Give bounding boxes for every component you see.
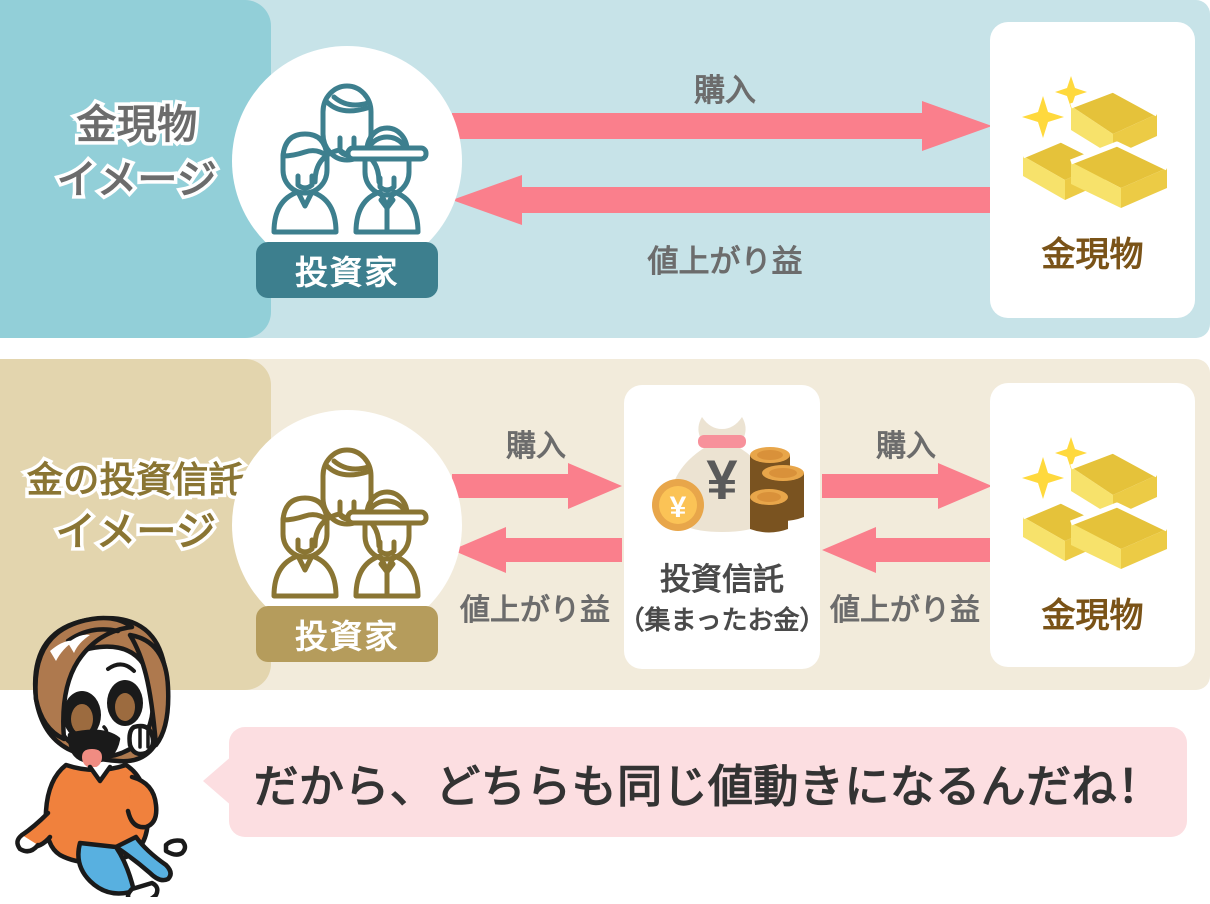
investor-badge-bottom: 投資家 <box>256 606 438 662</box>
panel-gold-title: 金現物 イメージ <box>6 98 268 208</box>
arrow-purchase-left-label: 購入 <box>506 430 566 463</box>
speech-bubble: だから、どちらも同じ値動きになるんだね！ <box>203 727 1187 837</box>
panel-gold-title-line1: 金現物 <box>73 99 201 150</box>
panel-gold-title-line2: イメージ <box>53 155 220 206</box>
investor-group-top: 投資家 <box>232 46 462 298</box>
investor-badge-top: 投資家 <box>256 242 438 298</box>
panel-gold-title-block <box>0 0 271 338</box>
arrow-gain-left-label: 値上がり益 <box>460 594 610 627</box>
coin-stack-icon <box>750 447 804 533</box>
panel-fund-title-line2: イメージ <box>52 506 219 557</box>
arrow-gain-left <box>452 527 622 573</box>
sparkle-icon <box>1021 437 1087 499</box>
svg-text:¥: ¥ <box>706 448 737 511</box>
investor-group-bottom: 投資家 <box>232 410 462 662</box>
speech-bubble-body: だから、どちらも同じ値動きになるんだね！ <box>229 727 1187 837</box>
yen-coin-icon: ¥ <box>652 479 704 531</box>
arrow-purchase-right-label: 購入 <box>876 430 936 463</box>
three-people-icon <box>260 436 434 606</box>
arrow-purchase-right <box>822 463 992 509</box>
speech-bubble-text: だから、どちらも同じ値動きになるんだね！ <box>253 760 1163 812</box>
arrow-purchase-top-label: 購入 <box>694 73 756 108</box>
arrow-gain-top-label: 値上がり益 <box>647 244 803 279</box>
speech-bubble-tail <box>203 755 233 807</box>
girl-character-illustration <box>8 607 220 897</box>
arrow-purchase-top <box>452 101 992 151</box>
card-gold-physical-top: 金現物 <box>990 22 1195 318</box>
money-bag-yen-icon: ¥ ¥ <box>638 407 806 555</box>
card-investment-fund: ¥ ¥ <box>619 385 825 669</box>
card-investment-fund-sublabel: （集まったお金） <box>618 604 826 635</box>
three-people-icon <box>260 72 434 242</box>
card-gold-physical-top-label: 金現物 <box>1041 236 1144 274</box>
card-gold-physical-bottom: 金現物 <box>990 383 1195 667</box>
card-investment-fund-label: 投資信託 <box>660 562 784 597</box>
panel-fund-title-line1: 金の投資信託 <box>23 456 248 504</box>
gold-bars-icon <box>1009 425 1177 575</box>
svg-text:¥: ¥ <box>670 491 687 524</box>
sparkle-icon <box>1021 76 1087 138</box>
arrow-gain-right <box>822 527 992 573</box>
card-gold-physical-bottom-label: 金現物 <box>1041 597 1144 635</box>
panel-fund-title: 金の投資信託 イメージ <box>0 455 272 560</box>
gold-bars-icon <box>1009 64 1177 214</box>
arrow-gain-top <box>452 175 992 225</box>
arrow-gain-right-label: 値上がり益 <box>830 594 980 627</box>
arrow-purchase-left <box>452 463 622 509</box>
